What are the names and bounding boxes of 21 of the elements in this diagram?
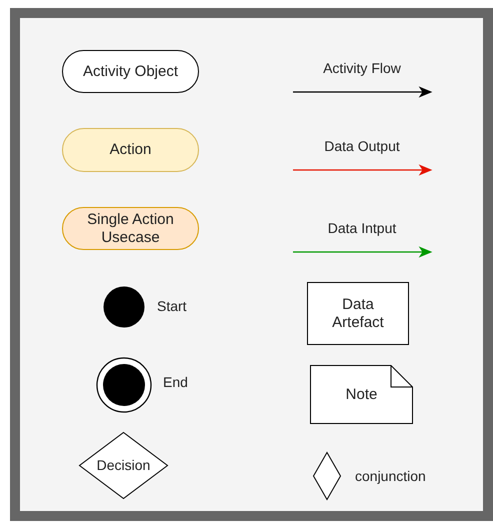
node-label: Activity Object	[82, 62, 178, 80]
node-label: Decision	[96, 457, 150, 474]
node-caption: conjunction	[355, 468, 426, 484]
node-caption: Start	[157, 298, 187, 314]
data-artefact-box	[307, 282, 409, 345]
usecase-pill	[62, 207, 199, 250]
end-node	[96, 357, 152, 413]
node-label: Single Action Usecase	[86, 210, 175, 246]
node-caption: End	[163, 374, 188, 390]
start-node	[103, 286, 145, 328]
node-label: Data Artefact	[331, 296, 385, 332]
action-pill	[62, 128, 199, 172]
legend-label: Activity Flow	[322, 60, 402, 76]
decision-diamond	[79, 432, 168, 499]
activity-object-pill	[62, 50, 199, 93]
node-label: Action	[110, 141, 152, 159]
legend-label: Data Output	[323, 138, 401, 154]
node-label: Note	[346, 386, 378, 404]
conjunction-diamond	[313, 452, 341, 500]
legend-label: Data Intput	[326, 220, 398, 236]
note-shape	[310, 365, 413, 424]
